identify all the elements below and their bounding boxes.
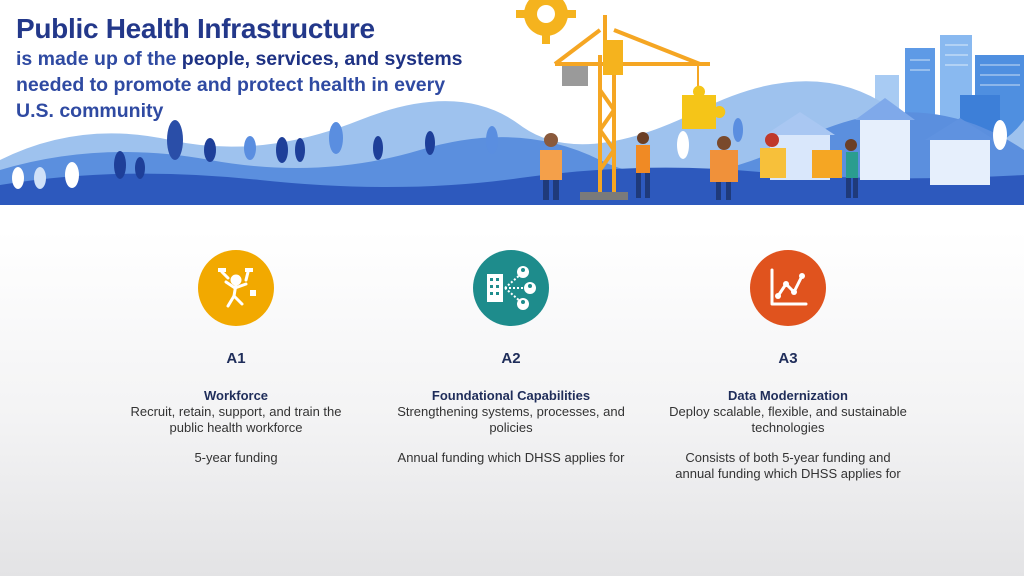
page-intro: is made up of the people, services, and … <box>16 46 476 124</box>
gear-icon <box>516 0 576 44</box>
headline: Public Health Infrastructure is made up … <box>16 12 476 124</box>
line-chart-icon <box>770 268 808 306</box>
construction-crane-icon <box>553 15 710 195</box>
column-description: Strengthening systems, processes, and po… <box>397 404 625 435</box>
column-title: Foundational Capabilities <box>431 388 591 403</box>
column-foundational-capabilities: A2 Foundational Capabilities Strengtheni… <box>391 250 631 466</box>
puzzle-piece-icon <box>682 85 726 129</box>
juggling-person-icon <box>218 268 256 308</box>
column-funding: Consists of both 5-year funding and annu… <box>675 450 901 481</box>
intro-highlight: people, services, and systems <box>181 48 463 70</box>
intro-text-1: is made up of the <box>16 48 182 70</box>
column-title: Workforce <box>203 388 269 403</box>
intro-text-2: needed to promote and protect health in … <box>16 74 446 122</box>
column-title: Data Modernization <box>728 388 848 403</box>
data-modernization-badge <box>750 250 826 326</box>
landscape-illustration <box>0 0 1024 205</box>
page-title: Public Health Infrastructure <box>16 13 375 44</box>
column-code: A2 <box>501 350 521 367</box>
column-description: Recruit, retain, support, and train the … <box>130 404 342 435</box>
column-code: A1 <box>226 350 246 367</box>
people-figures <box>540 132 858 200</box>
foundational-badge <box>473 250 549 326</box>
building-network-icon <box>487 266 536 310</box>
column-data-modernization: A3 Data Modernization Deploy scalable, f… <box>668 250 908 481</box>
workforce-badge <box>198 250 274 326</box>
column-description: Deploy scalable, flexible, and sustainab… <box>669 404 907 435</box>
trees <box>12 118 1007 189</box>
hero-illustration: Public Health Infrastructure is made up … <box>0 0 1024 205</box>
column-workforce: A1 Workforce Recruit, retain, support, a… <box>116 250 356 466</box>
column-code: A3 <box>778 350 798 367</box>
column-funding: Annual funding which DHSS applies for <box>397 450 625 465</box>
column-funding: 5-year funding <box>194 450 278 465</box>
